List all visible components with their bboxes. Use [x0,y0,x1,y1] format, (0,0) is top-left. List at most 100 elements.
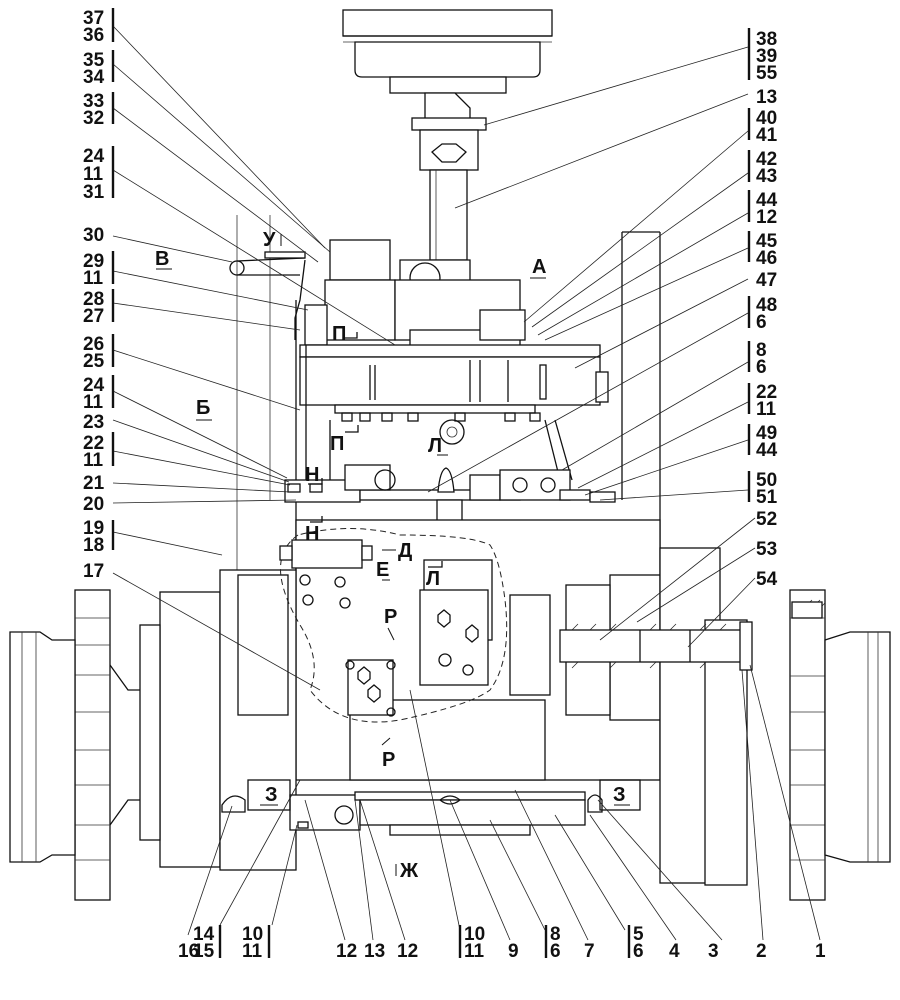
view-label-e: Е [376,559,389,581]
callout-label: 8 [550,924,561,945]
view-label-z-right: З [613,784,626,806]
callout-label: 52 [756,509,777,530]
left-wheel-assembly [9,569,297,901]
callout-label: 11 [83,164,104,185]
callout-label: 11 [242,941,263,962]
callout-label: 28 [83,289,104,310]
callout-label: 33 [83,91,104,112]
callout-label: 19 [83,518,104,539]
callout-label: 12 [336,941,357,962]
callout-label: 29 [83,251,104,272]
callout-label: 21 [83,473,105,494]
view-label-u: У [263,229,276,251]
view-label-r-lower: Р [382,749,395,771]
callout-label: 45 [756,231,778,252]
left-tire-treads [75,617,110,861]
callout-label: 1 [815,941,826,962]
callout-label: 20 [83,494,104,515]
callout-label: 17 [83,561,104,582]
callout-label: 11 [83,268,104,289]
callout-label: 38 [756,29,777,50]
view-label-b: Б [196,397,210,419]
view-label-l-lower: Л [426,568,440,590]
callout-label: 27 [83,306,104,327]
callout-label: 53 [756,539,777,560]
callout-label: 55 [756,63,778,84]
callout-label: 4 [669,941,680,962]
callout-label: 9 [508,941,519,962]
middle-plate [284,464,616,526]
callout-label: 6 [756,312,767,333]
callout-label: 32 [83,108,104,129]
leader-lines [112,25,821,941]
callout-label: 34 [83,67,105,88]
lever-arm [229,251,306,340]
bottom-cross-member [221,779,641,836]
callout-label: 43 [756,166,777,187]
callout-label: 24 [83,375,105,396]
upper-gearbox [299,239,609,445]
callout-label: 51 [756,487,778,508]
callout-label: 6 [550,941,561,962]
bolt-row [341,412,541,422]
view-label-r-upper: Р [384,606,397,628]
callout-label: 13 [364,941,385,962]
view-label-p-upper: П [332,323,346,345]
callout-label: 30 [83,225,104,246]
callout-label: 39 [756,46,777,67]
view-labels: У В А П Б П Л Н Н Д Е Л Р Р З З Ж [155,229,630,882]
callout-label: 6 [633,941,644,962]
callout-label: 8 [756,340,767,361]
callout-label: 40 [756,108,777,129]
right-wheel-assembly [559,547,891,901]
callout-label: 37 [83,8,104,29]
hydraulic-valves [279,539,493,717]
view-label-a: А [532,256,546,278]
callout-label: 25 [83,351,105,372]
callout-label: 47 [756,270,777,291]
callout-label: 11 [464,941,485,962]
callout-label: 11 [756,399,777,420]
view-label-v: В [155,248,169,270]
callout-label: 6 [756,357,767,378]
callout-label: 48 [756,295,777,316]
callout-label: 13 [756,87,777,108]
callout-label: 44 [756,440,778,461]
callout-label: 12 [756,207,777,228]
callout-label: 2 [756,941,767,962]
view-label-l-upper: Л [428,435,442,457]
callout-label: 10 [242,924,263,945]
view-label-n-upper: Н [305,464,319,486]
callout-label: 23 [83,412,104,433]
callout-label: 16 [178,941,199,962]
view-label-z-left: З [265,784,278,806]
top-motor-housing [342,9,553,171]
callouts-right: 38 39 55 13 40 41 42 43 44 12 45 46 47 4… [756,29,778,590]
callout-label: 11 [83,450,104,471]
view-label-n-lower: Н [305,523,319,545]
callout-label: 10 [464,924,485,945]
callout-label: 42 [756,149,777,170]
callout-label: 24 [83,146,105,167]
callout-label: 26 [83,334,104,355]
callout-label: 54 [756,569,778,590]
callout-label: 22 [83,433,104,454]
callout-label: 11 [83,392,104,413]
callout-label: 44 [756,190,778,211]
cutaway-outline [280,528,508,723]
view-label-p-mid: П [330,433,344,455]
callout-label: 41 [756,125,778,146]
callouts-bottom: 16 14 15 10 11 12 13 12 10 11 9 8 6 7 5 … [178,924,826,962]
view-label-zh: Ж [399,860,419,882]
callout-label: 14 [193,924,215,945]
callout-label: 3 [708,941,719,962]
callout-label: 7 [584,941,595,962]
callout-label: 15 [193,941,215,962]
view-label-d: Д [398,540,412,562]
callout-label: 49 [756,423,777,444]
callout-label: 50 [756,470,777,491]
callout-label: 22 [756,382,777,403]
callout-label: 35 [83,50,105,71]
callouts-left: 37 36 35 34 33 32 24 11 31 30 29 11 28 2… [83,8,105,582]
